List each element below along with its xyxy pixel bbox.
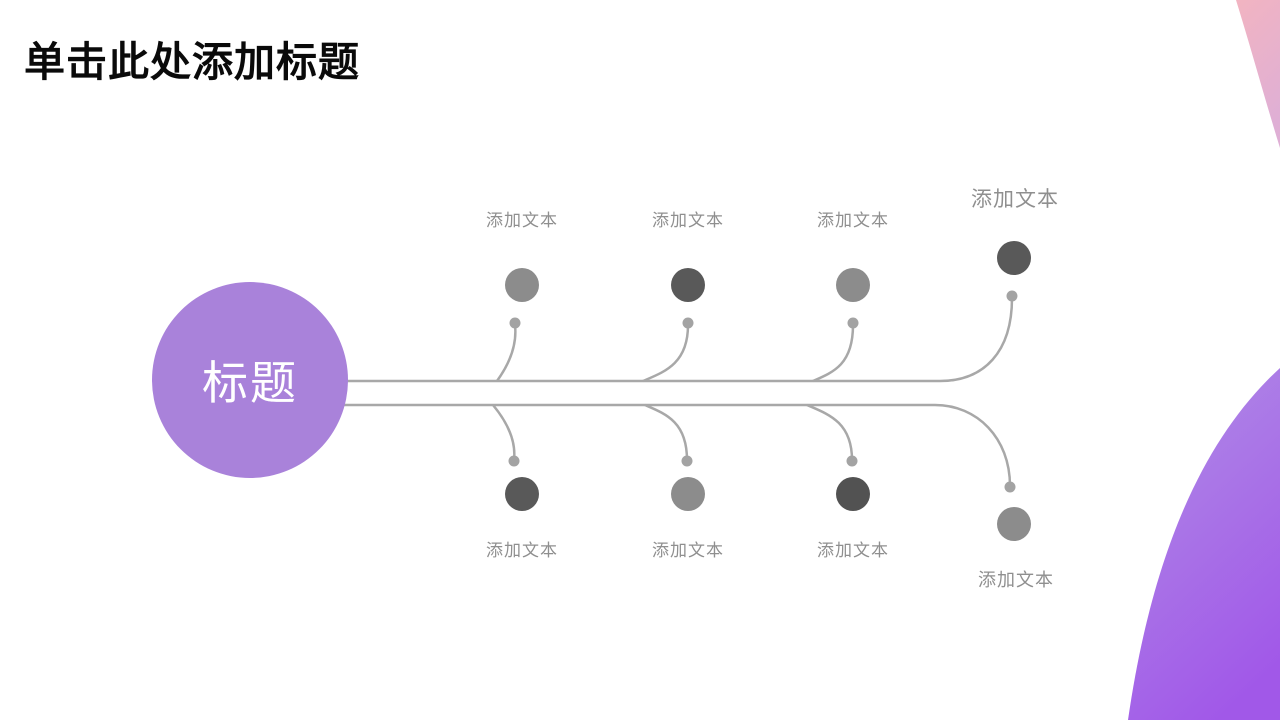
- node-label-bottom-3[interactable]: 添加文本: [817, 541, 889, 560]
- connector-end-dot: [509, 317, 521, 329]
- connector-end-dot: [1004, 481, 1016, 493]
- corner-decoration-top-right: [1236, 0, 1280, 148]
- connector-bottom-1: [492, 404, 516, 461]
- node-label-bottom-2[interactable]: 添加文本: [652, 541, 724, 560]
- connector-bottom-3: [806, 403, 854, 461]
- node-label-top-1[interactable]: 添加文本: [486, 211, 558, 230]
- slide-title[interactable]: 单击此处添加标题: [24, 39, 360, 85]
- node-dot-top-4[interactable]: [997, 241, 1031, 275]
- connector-top-3: [812, 324, 855, 383]
- corner-decoration-bottom-right: [1128, 368, 1280, 720]
- node-label-top-4[interactable]: 添加文本: [971, 188, 1059, 211]
- node-label-bottom-1[interactable]: 添加文本: [486, 541, 558, 560]
- node-label-top-3[interactable]: 添加文本: [817, 211, 889, 230]
- center-title-label: 标题: [202, 357, 298, 409]
- connector-end-dot: [1006, 290, 1018, 302]
- node-label-bottom-4[interactable]: 添加文本: [978, 570, 1054, 590]
- node-dot-bottom-1[interactable]: [505, 477, 539, 511]
- connector-top-1: [495, 324, 517, 382]
- spine-upper-line: [280, 297, 1014, 383]
- connector-end-dot: [508, 455, 520, 467]
- connector-end-dot: [846, 455, 858, 467]
- spine-lower-line: [280, 403, 1012, 487]
- node-dot-bottom-3[interactable]: [836, 477, 870, 511]
- node-dot-bottom-4[interactable]: [997, 507, 1031, 541]
- center-title-circle[interactable]: 标题: [152, 282, 348, 478]
- node-label-top-2[interactable]: 添加文本: [652, 211, 724, 230]
- connector-end-dot: [682, 317, 694, 329]
- connector-top-2: [642, 324, 690, 383]
- connector-end-dot: [681, 455, 693, 467]
- connector-end-dot: [847, 317, 859, 329]
- node-dot-top-2[interactable]: [671, 268, 705, 302]
- connector-bottom-2: [644, 403, 689, 461]
- node-dot-bottom-2[interactable]: [671, 477, 705, 511]
- node-dot-top-3[interactable]: [836, 268, 870, 302]
- node-dot-top-1[interactable]: [505, 268, 539, 302]
